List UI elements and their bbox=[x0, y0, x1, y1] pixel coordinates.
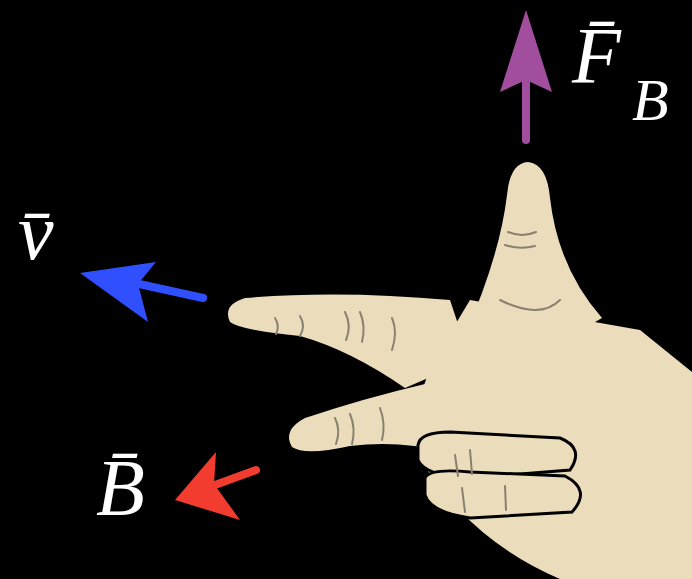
field-arrow bbox=[175, 452, 256, 520]
velocity-label: v̄ bbox=[18, 192, 54, 272]
force-label: F̄ bbox=[572, 16, 621, 96]
crease-lines bbox=[275, 232, 560, 512]
field-label: B̄ bbox=[96, 448, 145, 528]
velocity-arrow bbox=[80, 262, 203, 322]
force-subscript: B bbox=[632, 70, 669, 130]
force-arrow bbox=[500, 10, 552, 140]
hand bbox=[228, 162, 692, 579]
curled-fingers bbox=[418, 432, 581, 518]
